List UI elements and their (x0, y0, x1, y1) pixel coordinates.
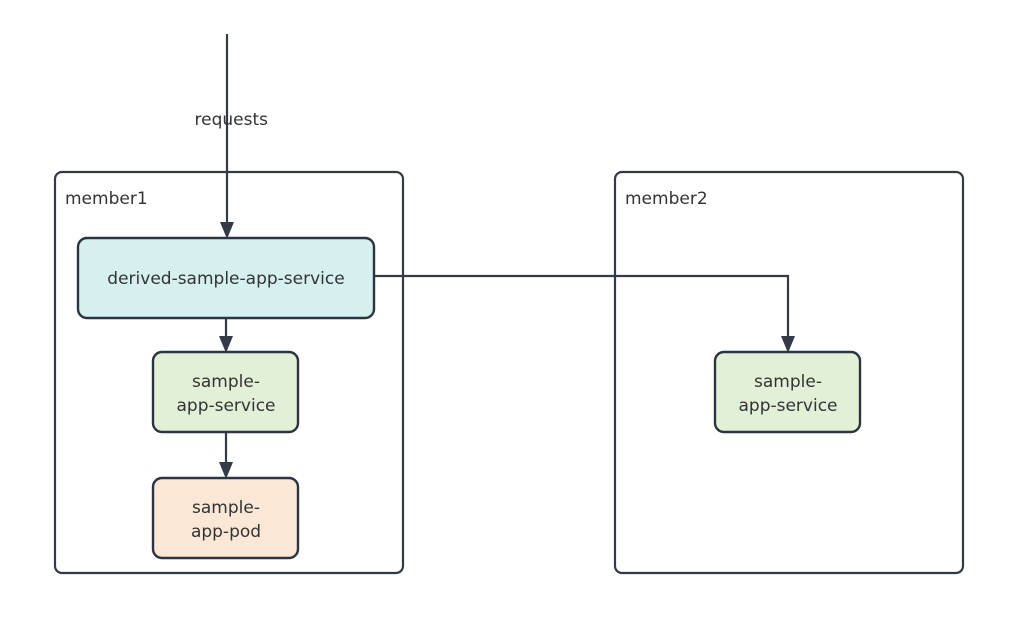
edge-derived-to-local-service (219, 318, 233, 353)
cluster-member2-label: member2 (625, 189, 708, 209)
node-sample-app-service-member2-label-line1: sample- (754, 372, 822, 392)
edge-requests-label: requests (195, 110, 269, 130)
cluster-member1-label: member1 (65, 189, 148, 209)
edge-derived-to-remote-service-arrowhead (781, 336, 795, 353)
node-sample-app-service-member2-label-line2: app-service (738, 396, 837, 416)
node-derived-sample-app-service-rect (76, 236, 376, 320)
edge-derived-to-remote-service-line (374, 274, 790, 343)
edge-requests-arrowhead (220, 222, 234, 239)
node-sample-app-service-member2[interactable]: sample- app-service (713, 350, 862, 434)
node-sample-app-pod-rect (151, 476, 300, 560)
node-sample-app-service-member1[interactable]: sample- app-service (151, 350, 300, 434)
edge-service-to-pod (219, 432, 233, 479)
node-sample-app-service-member1-label-line1: sample- (192, 372, 260, 392)
edge-derived-to-local-service-arrowhead (219, 336, 233, 353)
edge-derived-to-remote-service (374, 274, 795, 353)
node-sample-app-service-member2-rect (713, 350, 862, 434)
node-sample-app-pod-label-line1: sample- (192, 498, 260, 518)
node-sample-app-pod-label-line2: app-pod (191, 522, 261, 542)
edge-requests: requests (195, 34, 269, 239)
node-derived-sample-app-service-label: derived-sample-app-service (107, 269, 344, 289)
node-derived-sample-app-service[interactable]: derived-sample-app-service (76, 236, 376, 320)
node-sample-app-service-member1-label-line2: app-service (176, 396, 275, 416)
edge-service-to-pod-arrowhead (219, 462, 233, 479)
node-sample-app-pod[interactable]: sample- app-pod (151, 476, 300, 560)
node-sample-app-service-member1-rect (151, 350, 300, 434)
